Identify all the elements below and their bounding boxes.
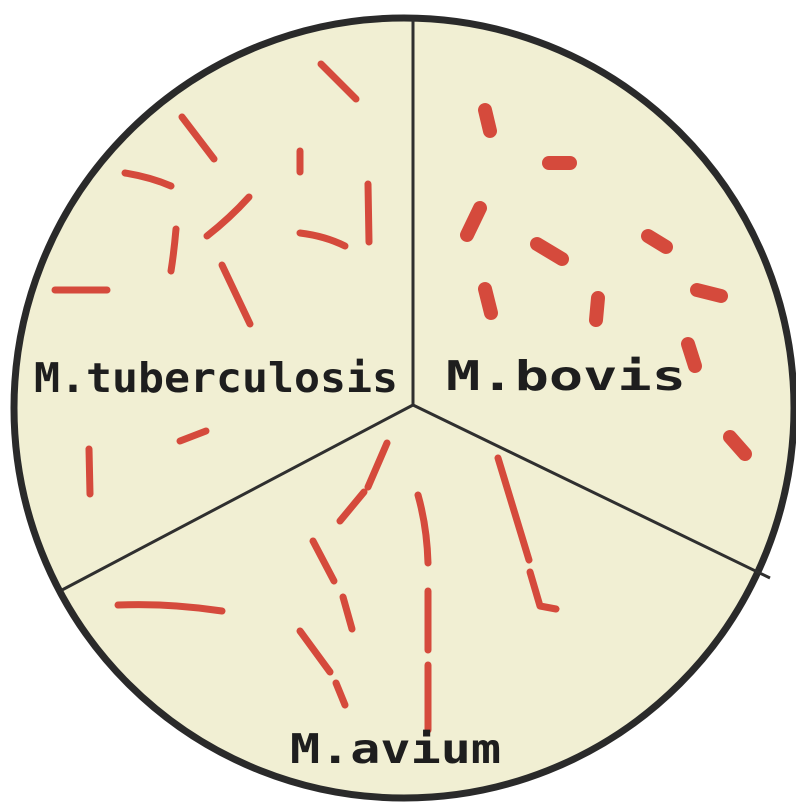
label-m-avium: M.avium [290,725,501,773]
plate-circle [14,18,794,798]
tuberculosis-rod [368,184,369,242]
bovis-rod [688,344,695,366]
label-m-tuberculosis: M.tuberculosis [34,354,398,402]
label-m-bovis: M.bovis [446,352,686,400]
bovis-rod [485,110,490,131]
bovis-rod [485,289,491,313]
bovis-rod [648,236,666,247]
bovis-rod [596,298,598,320]
tuberculosis-rod [89,449,90,494]
bovis-rod [697,290,721,296]
